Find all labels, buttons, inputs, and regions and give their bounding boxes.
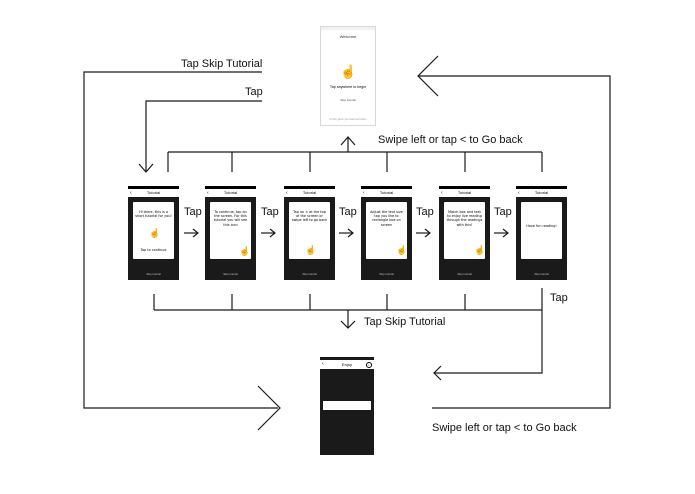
label-tap-4: Tap: [416, 206, 434, 218]
skip-arrow-head: [340, 320, 356, 329]
tutorial-card[interactable]: Hi there, this is a short tutorial for y…: [133, 202, 174, 259]
tutorial-card[interactable]: Tap on < at the top of the screen or swi…: [289, 202, 330, 259]
chevron-left-icon[interactable]: ‹: [130, 190, 132, 196]
label-tap-5: Tap: [494, 206, 512, 218]
nav-title: Tutorial: [379, 190, 394, 195]
tutorial-footer[interactable]: Skip tutorial: [302, 272, 317, 276]
info-icon[interactable]: i: [366, 362, 372, 368]
status-bar: [284, 186, 335, 189]
tap-start-line: [145, 100, 262, 172]
nav-bar: ‹ Enjoy i: [320, 360, 374, 369]
tutorial-text: Adjust the text size tap you like to rec…: [370, 210, 403, 227]
skip-loop-arrowhead: [257, 385, 281, 431]
chevron-left-icon[interactable]: ‹: [441, 190, 443, 196]
nav-bar: ‹ Tutorial: [439, 189, 490, 197]
tutorial-card[interactable]: Have fun reading!: [521, 202, 562, 259]
nav-bar: ‹ Tutorial: [284, 189, 335, 197]
chevron-left-icon[interactable]: ‹: [322, 361, 324, 367]
status-bar: [321, 27, 375, 30]
nav-bar: ‹ Tutorial: [128, 189, 179, 197]
tutorial-text: Tap on < at the top of the screen or swi…: [291, 210, 328, 223]
label-tap-right: Tap: [550, 292, 568, 304]
welcome-text: Tap anywhere to begin: [329, 85, 367, 89]
tutorial-action: Tap to continue: [140, 248, 167, 252]
nav-bar: ‹ Tutorial: [516, 189, 567, 197]
tutorial-screen-6[interactable]: ‹ Tutorial Have fun reading! Skip tutori…: [516, 186, 567, 280]
welcome-footer: In this game you read and listen: [329, 118, 367, 121]
skip-tutorial-link[interactable]: Skip tutorial: [340, 98, 356, 102]
tutorial-card[interactable]: Adjust the text size tap you like to rec…: [366, 202, 407, 259]
tutorial-footer[interactable]: Skip tutorial: [379, 272, 394, 276]
label-tap-1: Tap: [184, 206, 202, 218]
back-arrow-head: [340, 136, 356, 146]
tutorial-footer[interactable]: Skip tutorial: [534, 272, 549, 276]
nav-title: Tutorial: [457, 190, 472, 195]
pointing-hand-icon: ☝: [396, 245, 408, 255]
nav-title: Tutorial: [223, 190, 238, 195]
nav-title: Tutorial: [146, 190, 161, 195]
tutorial-screen-3[interactable]: ‹ Tutorial Tap on < at the top of the sc…: [284, 186, 335, 280]
tutorial-screen-2[interactable]: ‹ Tutorial To continue, tap on the scree…: [205, 186, 256, 280]
tutorial-screen-1[interactable]: ‹ Tutorial Hi there, this is a short tut…: [128, 186, 179, 280]
label-tap-skip-top: Tap Skip Tutorial: [181, 58, 263, 70]
welcome-screen[interactable]: Welcome ☝ Tap anywhere to begin Skip tut…: [320, 26, 376, 126]
tutorial-text: Hi there, this is a short tutorial for y…: [135, 210, 172, 219]
status-bar: [128, 186, 179, 189]
status-bar: [516, 186, 567, 189]
tutorial-text: To continue, tap on the screen. For this…: [213, 210, 248, 227]
label-tap-2: Tap: [261, 206, 279, 218]
tutorial-text: Have fun reading!: [526, 224, 557, 228]
chevron-left-icon[interactable]: ‹: [518, 190, 520, 196]
enjoy-screen[interactable]: ‹ Enjoy i: [320, 357, 374, 455]
back-loop-arrowhead: [417, 55, 439, 97]
nav-bar: ‹ Tutorial: [361, 189, 412, 197]
label-swipe-back-bottom: Swipe left or tap < to Go back: [432, 422, 577, 434]
tutorial-text: Match box and text to enjoy live reading…: [446, 210, 483, 227]
skip-loop-line: [83, 71, 278, 409]
tap-end-arrowhead: [433, 365, 442, 381]
tutorial-card[interactable]: Match box and text to enjoy live reading…: [444, 202, 485, 259]
tutorial-footer[interactable]: Skip tutorial: [457, 272, 472, 276]
welcome-title: Welcome: [339, 34, 357, 39]
between-arrows: [184, 228, 509, 238]
chevron-left-icon[interactable]: ‹: [286, 190, 288, 196]
status-bar: [205, 186, 256, 189]
nav-title: Tutorial: [302, 190, 317, 195]
tutorial-footer[interactable]: Skip tutorial: [146, 272, 161, 276]
pointing-hand-icon: ☝: [474, 245, 486, 255]
tap-end-line: [434, 288, 543, 374]
nav-bar: ‹ Tutorial: [205, 189, 256, 197]
tutorial-footer[interactable]: Skip tutorial: [223, 272, 238, 276]
pointing-hand-icon: ☝: [149, 228, 161, 238]
pointing-hand-icon: ☝: [239, 246, 251, 256]
label-tap-skip-bottom: Tap Skip Tutorial: [364, 316, 446, 328]
tutorial-screen-4[interactable]: ‹ Tutorial Adjust the text size tap you …: [361, 186, 412, 280]
enjoy-title: Enjoy: [341, 362, 352, 367]
nav-title: Tutorial: [534, 190, 549, 195]
pointing-hand-icon: ☝: [340, 64, 357, 79]
status-bar: [361, 186, 412, 189]
chevron-left-icon[interactable]: ‹: [363, 190, 365, 196]
pointing-hand-icon: ☝: [305, 245, 317, 255]
chevron-left-icon[interactable]: ‹: [207, 190, 209, 196]
tutorial-screen-5[interactable]: ‹ Tutorial Match box and text to enjoy l…: [439, 186, 490, 280]
tutorial-card[interactable]: To continue, tap on the screen. For this…: [210, 202, 251, 259]
status-bar: [439, 186, 490, 189]
tap-start-arrowhead: [138, 163, 154, 173]
label-tap-left: Tap: [245, 86, 263, 98]
label-tap-3: Tap: [339, 206, 357, 218]
label-swipe-back-top: Swipe left or tap < to Go back: [378, 134, 523, 146]
reading-bar[interactable]: [323, 401, 371, 410]
back-loop-line: [418, 75, 611, 409]
